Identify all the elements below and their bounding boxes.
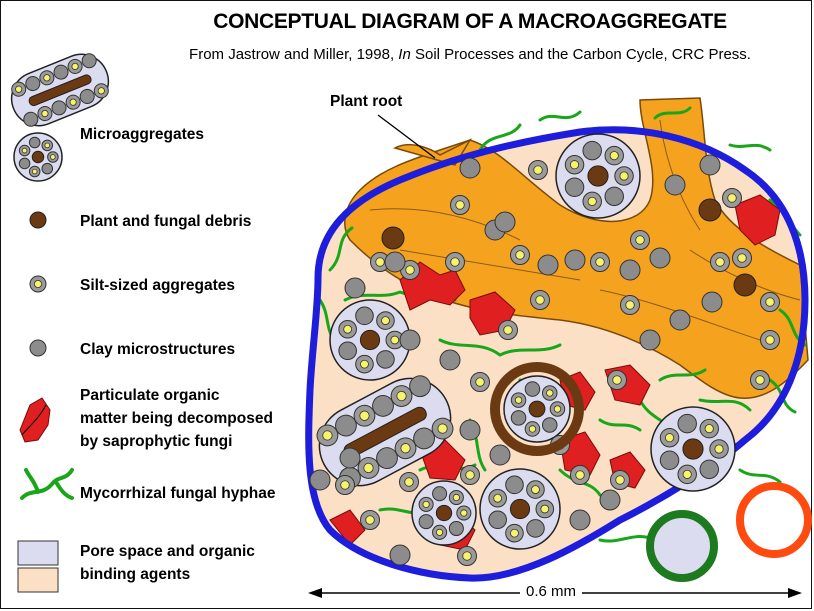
legend-pore-line2: binding agents [80,564,190,585]
microaggregate [14,133,62,181]
debris-particle [32,151,44,163]
debris-particle [683,439,703,459]
debris-particle [699,199,721,221]
debris-particle [360,330,379,349]
legend-pom-line2: matter being decomposed [80,408,273,429]
clay-microstructure [525,382,540,397]
clay-microstructure [449,521,463,535]
legend-microaggregates: Microaggregates [80,124,204,145]
diagram-subtitle: From Jastrow and Miller, 1998, In Soil P… [140,46,800,63]
debris-particle [382,227,404,249]
clay-microstructure [700,155,720,175]
clay-microstructure [400,330,420,350]
clay-microstructure [620,260,640,280]
microaggregate [556,134,640,218]
clay-microstructure [600,490,620,510]
clay-microstructure [385,252,405,272]
clay-microstructure [702,292,722,312]
clay-microstructure [489,511,507,529]
legend-hyphae-icon [22,470,72,498]
microaggregate [412,481,476,545]
clay-microstructure [650,248,670,268]
clay-microstructure [527,520,545,538]
legend-pore-line1: Pore space and organic [80,541,255,562]
clay-microstructure [356,307,374,325]
plant-root-label: Plant root [330,93,402,111]
clay-microstructure [419,515,433,529]
legend-hyphae: Mycorrhizal fungal hyphae [80,483,276,504]
legend-capsule-icon [4,46,117,134]
clay-microstructure [700,460,718,478]
clay-microstructure [345,278,365,298]
debris-particle [529,401,545,417]
clay-microstructure [377,351,395,369]
clay-microstructure [506,476,524,494]
green-ring-microaggregate [650,514,714,578]
legend-binding-swatch [18,568,58,592]
clay-microstructure [310,470,330,490]
microaggregate [651,407,735,491]
legend-clay: Clay microstructures [80,339,235,360]
microaggregate [330,300,410,380]
clay-microstructure [495,212,515,232]
orange-ring-aggregate [740,486,808,554]
clay-microstructure [29,137,40,148]
clay-microstructure [670,310,690,330]
clay-microstructure [565,250,585,270]
clay-microstructure [583,141,601,159]
clay-microstructure [538,255,558,275]
legend-pom-icon [20,398,50,442]
clay-microstructure [340,448,360,468]
clay-microstructure [30,340,46,356]
clay-microstructure [678,414,696,432]
debris-particle [436,505,451,520]
diagram-title: CONCEPTUAL DIAGRAM OF A MACROAGGREGATE [140,10,800,34]
clay-microstructure [565,178,583,196]
clay-microstructure [660,451,678,469]
subtitle-italic: In [398,46,411,63]
microaggregate [480,469,560,549]
legend-pom-line3: by saprophytic fungi [80,431,232,452]
clay-microstructure [42,163,53,174]
clay-microstructure [19,158,30,169]
debris-particle [30,212,46,228]
clay-microstructure [433,487,447,501]
clay-microstructure [339,342,357,360]
clay-microstructure [460,158,480,178]
legend-pore-swatch [18,541,58,565]
clay-microstructure [570,510,590,530]
debris-particle [510,499,529,518]
clay-microstructure [640,330,660,350]
clay-microstructure [511,411,526,426]
clay-microstructure [390,545,410,565]
clay-microstructure [542,418,557,433]
subtitle-source: From Jastrow and Miller, 1998, [189,46,398,63]
clay-microstructure [460,420,480,440]
legend-silt: Silt-sized aggregates [80,275,235,296]
clay-microstructure [605,187,623,205]
scale-label: 0.6 mm [520,583,582,600]
clay-microstructure [440,350,460,370]
subtitle-publication: Soil Processes and the Carbon Cycle, CRC… [411,46,751,63]
debris-particle [734,274,756,296]
debris-particle [588,166,608,186]
legend-pom-line1: Particulate organic [80,385,220,406]
clay-microstructure [490,445,510,465]
legend-debris: Plant and fungal debris [80,211,251,232]
microaggregate [504,376,570,442]
clay-microstructure [665,175,685,195]
